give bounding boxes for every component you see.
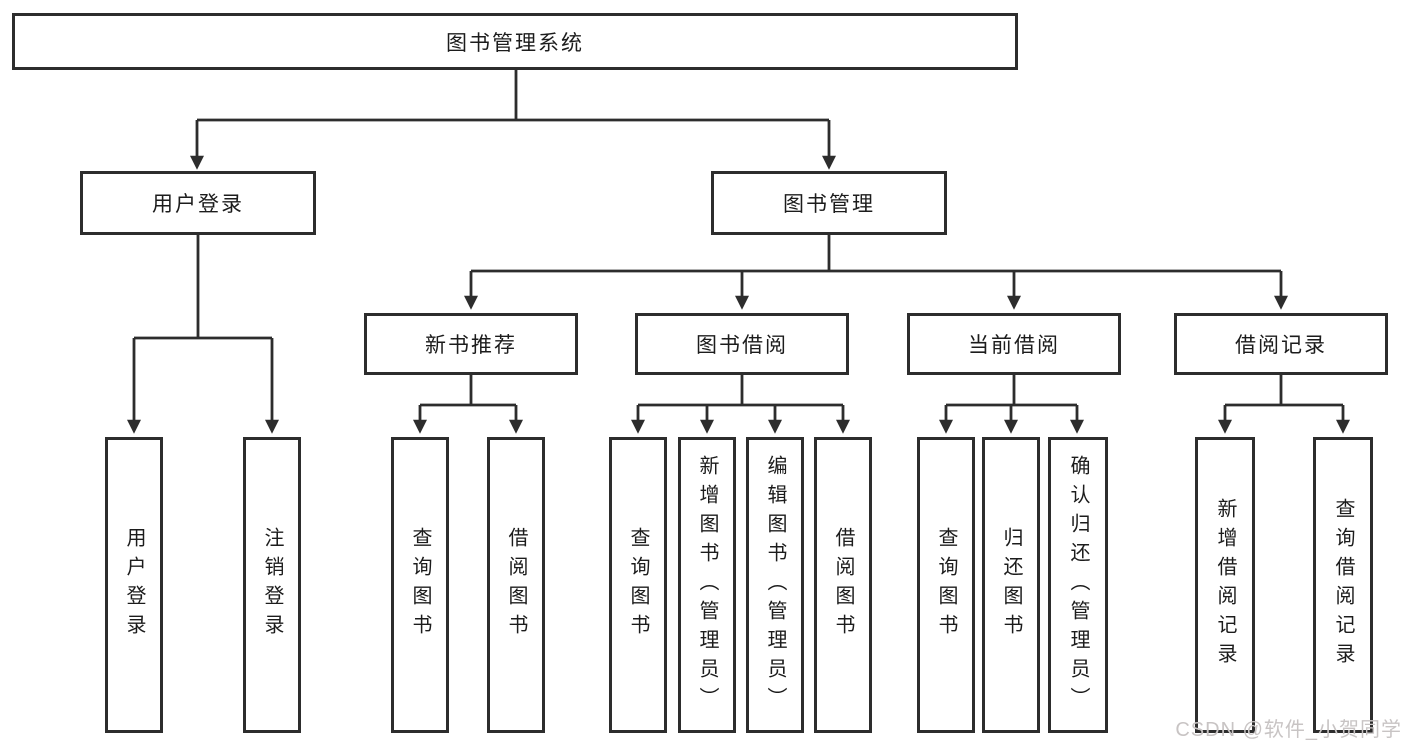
leaf-user-login: 用户登录 <box>105 437 163 733</box>
leaf-add-books-admin: 新增图书（管理员） <box>678 437 736 733</box>
leaf-query-books-current: 查询图书 <box>917 437 975 733</box>
connector-records-to-leaves <box>1218 375 1350 434</box>
connector-userlogin-to-leaves <box>127 235 279 434</box>
node-library-management-system: 图书管理系统 <box>12 13 1018 70</box>
node-user-login: 用户登录 <box>80 171 316 235</box>
node-borrowing-records: 借阅记录 <box>1174 313 1388 375</box>
leaf-return-books: 归还图书 <box>982 437 1040 733</box>
connector-bookmgmt-to-level3 <box>464 235 1288 310</box>
node-new-book-recommend: 新书推荐 <box>364 313 578 375</box>
node-book-management: 图书管理 <box>711 171 947 235</box>
connector-currentborrow-to-leaves <box>939 375 1084 434</box>
leaf-borrow-books: 借阅图书 <box>814 437 872 733</box>
leaf-borrow-books-recommend: 借阅图书 <box>487 437 545 733</box>
connector-bookborrow-to-leaves <box>631 375 850 434</box>
leaf-add-borrow-record: 新增借阅记录 <box>1195 437 1255 733</box>
leaf-edit-books-admin: 编辑图书（管理员） <box>746 437 804 733</box>
leaf-query-books-recommend: 查询图书 <box>391 437 449 733</box>
csdn-watermark: CSDN @软件_小贺同学 <box>1175 719 1402 741</box>
connector-root-to-level2 <box>190 70 836 170</box>
leaf-logout: 注销登录 <box>243 437 301 733</box>
node-book-borrowing: 图书借阅 <box>635 313 849 375</box>
connector-newbook-to-leaves <box>413 375 523 434</box>
node-current-borrowing: 当前借阅 <box>907 313 1121 375</box>
leaf-confirm-return-admin: 确认归还（管理员） <box>1048 437 1108 733</box>
leaf-query-books-borrowing: 查询图书 <box>609 437 667 733</box>
leaf-query-borrow-record: 查询借阅记录 <box>1313 437 1373 733</box>
